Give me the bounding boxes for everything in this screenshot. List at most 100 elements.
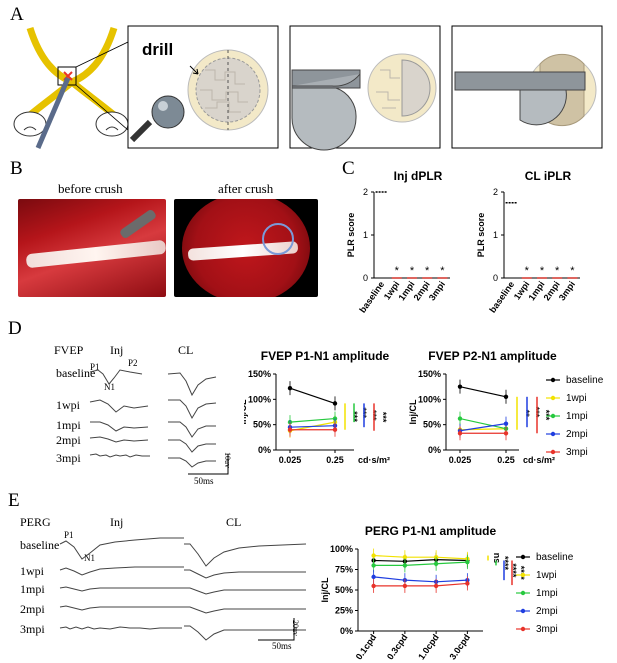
sig-label: ns bbox=[492, 553, 502, 564]
point-3mpi bbox=[287, 427, 293, 432]
legend-marker-1mpi bbox=[520, 590, 526, 596]
legend-label-1mpi: 1mpi bbox=[536, 588, 558, 599]
point-1mpi bbox=[465, 559, 470, 565]
y-tick-label: 150% bbox=[418, 369, 441, 379]
x-tick-label-0-1cpd: 0.1cpd bbox=[354, 632, 379, 661]
legend-marker-3mpi bbox=[550, 449, 556, 455]
fvep-inj-traces bbox=[89, 369, 150, 458]
y-tick-label: 2 bbox=[493, 187, 498, 197]
y-tick-label: 50% bbox=[423, 420, 441, 430]
y-tick-label: 75% bbox=[335, 565, 353, 575]
fvep-p2-label: P2 bbox=[128, 358, 138, 368]
perg-p1-label: P1 bbox=[64, 530, 74, 540]
y-tick-label: 100% bbox=[418, 394, 441, 404]
fvep-cl-label: CL bbox=[178, 343, 194, 357]
sig-label: *** bbox=[541, 410, 551, 421]
fvep-label: FVEP bbox=[54, 343, 84, 357]
series-line-baseline bbox=[289, 387, 336, 404]
legend-label-3mpi: 3mpi bbox=[566, 447, 588, 458]
trace-row-label-1mpi: 1mpi bbox=[56, 418, 81, 432]
point-baseline bbox=[457, 384, 463, 389]
chart-title: PERG P1-N1 amplitude bbox=[365, 524, 497, 538]
x-axis-unit: cd·s/m² bbox=[523, 455, 555, 465]
point-baseline bbox=[287, 385, 293, 391]
legend-marker-baseline bbox=[520, 554, 526, 560]
sig-label: **** bbox=[516, 566, 526, 581]
sig-label: **** bbox=[500, 556, 510, 571]
sig-star: * bbox=[555, 265, 560, 277]
series-line-baseline bbox=[373, 559, 468, 562]
y-axis-label: PLR score bbox=[476, 213, 486, 258]
trace-row-label-2mpi: 2mpi bbox=[20, 602, 45, 616]
y-tick-label: 100% bbox=[330, 544, 353, 554]
panel-label-b: B bbox=[10, 158, 23, 179]
sig-label: ** bbox=[521, 410, 531, 418]
series-line-2mpi bbox=[459, 423, 507, 432]
legend-marker-2mpi bbox=[550, 431, 556, 437]
fvep-scale-voltage: 10uv bbox=[223, 452, 232, 468]
legend-label-1wpi: 1wpi bbox=[536, 570, 557, 581]
perg-scale-voltage: 20uv bbox=[291, 620, 300, 636]
x-axis-unit: cd·s/m² bbox=[358, 455, 390, 465]
perg-cl-label: CL bbox=[226, 515, 242, 529]
before-crush-label: before crush bbox=[58, 181, 123, 196]
point-2mpi bbox=[371, 574, 376, 580]
y-axis-label: PLR score bbox=[346, 213, 356, 258]
y-axis-label: Inj/CL bbox=[320, 577, 330, 602]
point-1wpi bbox=[402, 555, 408, 560]
trace-row-label-1mpi: 1mpi bbox=[20, 582, 45, 596]
chart-title: Inj dPLR bbox=[394, 169, 443, 183]
x-tick-label-0-025: 0.025 bbox=[279, 455, 302, 465]
y-axis-label: Inj/CL bbox=[244, 399, 248, 424]
perg-inj-traces bbox=[59, 537, 184, 630]
series-line-baseline bbox=[459, 386, 507, 398]
perg-cl-traces bbox=[184, 543, 307, 641]
perg-label: PERG bbox=[20, 515, 51, 529]
y-tick-label: 0 bbox=[493, 273, 498, 283]
sig-star: * bbox=[570, 265, 575, 277]
point-3mpi bbox=[402, 583, 408, 589]
x-tick-label-3mpi: 3mpi bbox=[427, 279, 447, 302]
trace-row-label-baseline: baseline bbox=[20, 538, 60, 552]
point-3mpi bbox=[457, 431, 463, 436]
chart-title: FVEP P1-N1 amplitude bbox=[261, 349, 390, 363]
panel-label-d: D bbox=[8, 318, 22, 339]
y-tick-label: 50% bbox=[335, 585, 353, 595]
chart-fvep-p1n1: FVEP P1-N1 amplitude0%50%100%150%Inj/CL0… bbox=[244, 349, 390, 465]
trace-row-label-2mpi: 2mpi bbox=[56, 433, 81, 447]
legend-marker-2mpi bbox=[520, 608, 526, 614]
series-line-2mpi bbox=[373, 576, 468, 583]
fvep-traces bbox=[89, 369, 229, 475]
y-axis-label: Inj/CL bbox=[408, 399, 418, 424]
point-1mpi bbox=[332, 416, 338, 421]
point-baseline bbox=[503, 394, 509, 399]
point-1mpi bbox=[371, 563, 376, 568]
point-3mpi bbox=[465, 581, 470, 586]
x-tick-label-0-25: 0.25 bbox=[326, 455, 344, 465]
perg-n1-label: N1 bbox=[84, 553, 95, 563]
panel-a-schematic bbox=[13, 25, 603, 151]
panel-label-e: E bbox=[8, 490, 20, 511]
sig-label: *** bbox=[378, 412, 388, 423]
legend-marker-1wpi bbox=[520, 572, 526, 578]
drill-label: drill bbox=[142, 40, 174, 59]
sig-star: * bbox=[395, 265, 400, 277]
y-tick-label: 0 bbox=[363, 273, 368, 283]
point-1mpi bbox=[402, 563, 408, 568]
y-tick-label: 0% bbox=[258, 445, 271, 455]
legend-label-3mpi: 3mpi bbox=[536, 624, 558, 635]
trace-row-label-3mpi: 3mpi bbox=[20, 622, 45, 636]
legend-label-baseline: baseline bbox=[536, 552, 574, 563]
x-tick-label-0-3cpd: 0.3cpd bbox=[385, 632, 410, 661]
x-tick-label-3mpi: 3mpi bbox=[557, 279, 577, 302]
perg-inj-label: Inj bbox=[110, 515, 124, 529]
chart-title: CL iPLR bbox=[525, 169, 572, 183]
drill-head-icon bbox=[151, 95, 185, 129]
y-tick-label: 1 bbox=[493, 230, 498, 240]
fvep-cl-traces bbox=[167, 372, 217, 468]
sig-star: * bbox=[525, 265, 530, 277]
y-tick-label: 0% bbox=[428, 445, 441, 455]
